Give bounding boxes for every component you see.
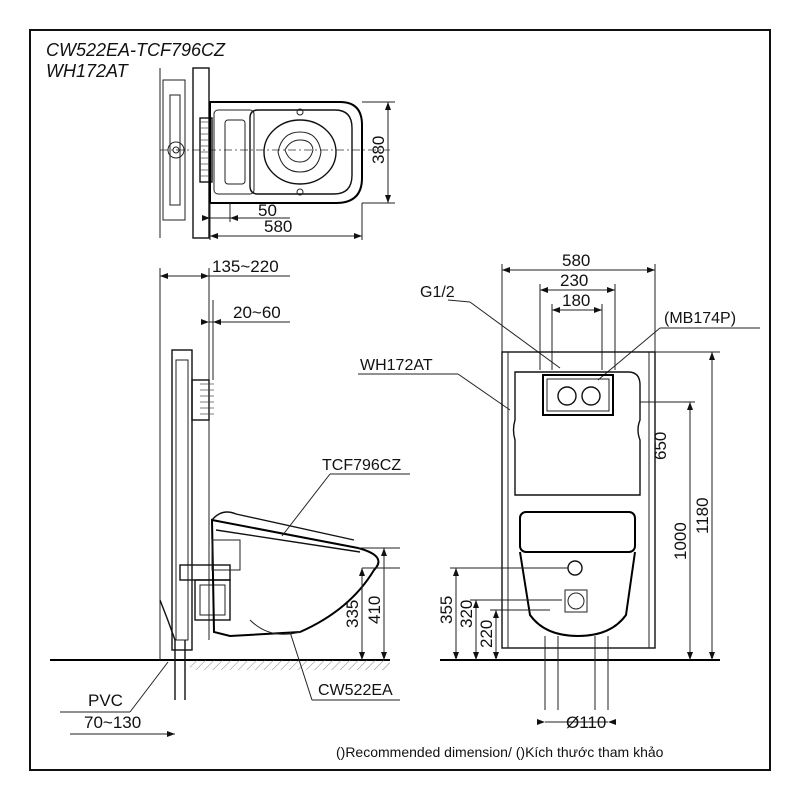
side-dim-20-60: 20~60 xyxy=(233,303,281,322)
side-dim-135-220: 135~220 xyxy=(212,257,279,276)
side-view: 135~220 20~60 TCF796CZ xyxy=(50,257,410,737)
side-dim-335: 335 xyxy=(343,600,362,628)
front-label-wh172at: WH172AT xyxy=(360,357,433,374)
top-dim-380: 380 xyxy=(369,136,388,164)
front-label-mb174p: (MB174P) xyxy=(664,310,736,327)
side-label-tcf796cz: TCF796CZ xyxy=(322,457,401,474)
top-view: 380 50 580 xyxy=(159,67,395,240)
front-view: 580 230 180 G1/2 (MB174P) WH172AT xyxy=(358,251,760,732)
front-dim-1000: 1000 xyxy=(671,522,690,560)
front-dim-355: 355 xyxy=(437,596,456,624)
top-dim-580: 580 xyxy=(264,217,292,236)
drawing-frame xyxy=(29,29,771,771)
front-dim-1180: 1180 xyxy=(693,497,712,534)
front-dim-220: 220 xyxy=(477,620,496,648)
front-dim-320: 320 xyxy=(457,600,476,628)
top-dim-50: 50 xyxy=(258,201,277,220)
title-frame-line: WH172AT xyxy=(46,61,130,81)
title-model-line: CW522EA-TCF796CZ xyxy=(46,40,226,60)
front-label-g12: G1/2 xyxy=(420,284,455,301)
side-dim-70-130: 70~130 xyxy=(84,713,141,732)
front-dim-580: 580 xyxy=(562,251,590,270)
front-dim-230: 230 xyxy=(560,271,588,290)
front-dim-180: 180 xyxy=(562,291,590,310)
footnote: ()Recommended dimension/ ()Kích thước th… xyxy=(336,744,664,760)
side-label-pvc: PVC xyxy=(88,691,123,710)
front-dim-pipe-diameter: Ø110 xyxy=(566,713,606,732)
side-dim-410: 410 xyxy=(365,596,384,624)
front-dim-650: 650 xyxy=(651,432,670,460)
side-label-cw522ea: CW522EA xyxy=(318,682,393,699)
